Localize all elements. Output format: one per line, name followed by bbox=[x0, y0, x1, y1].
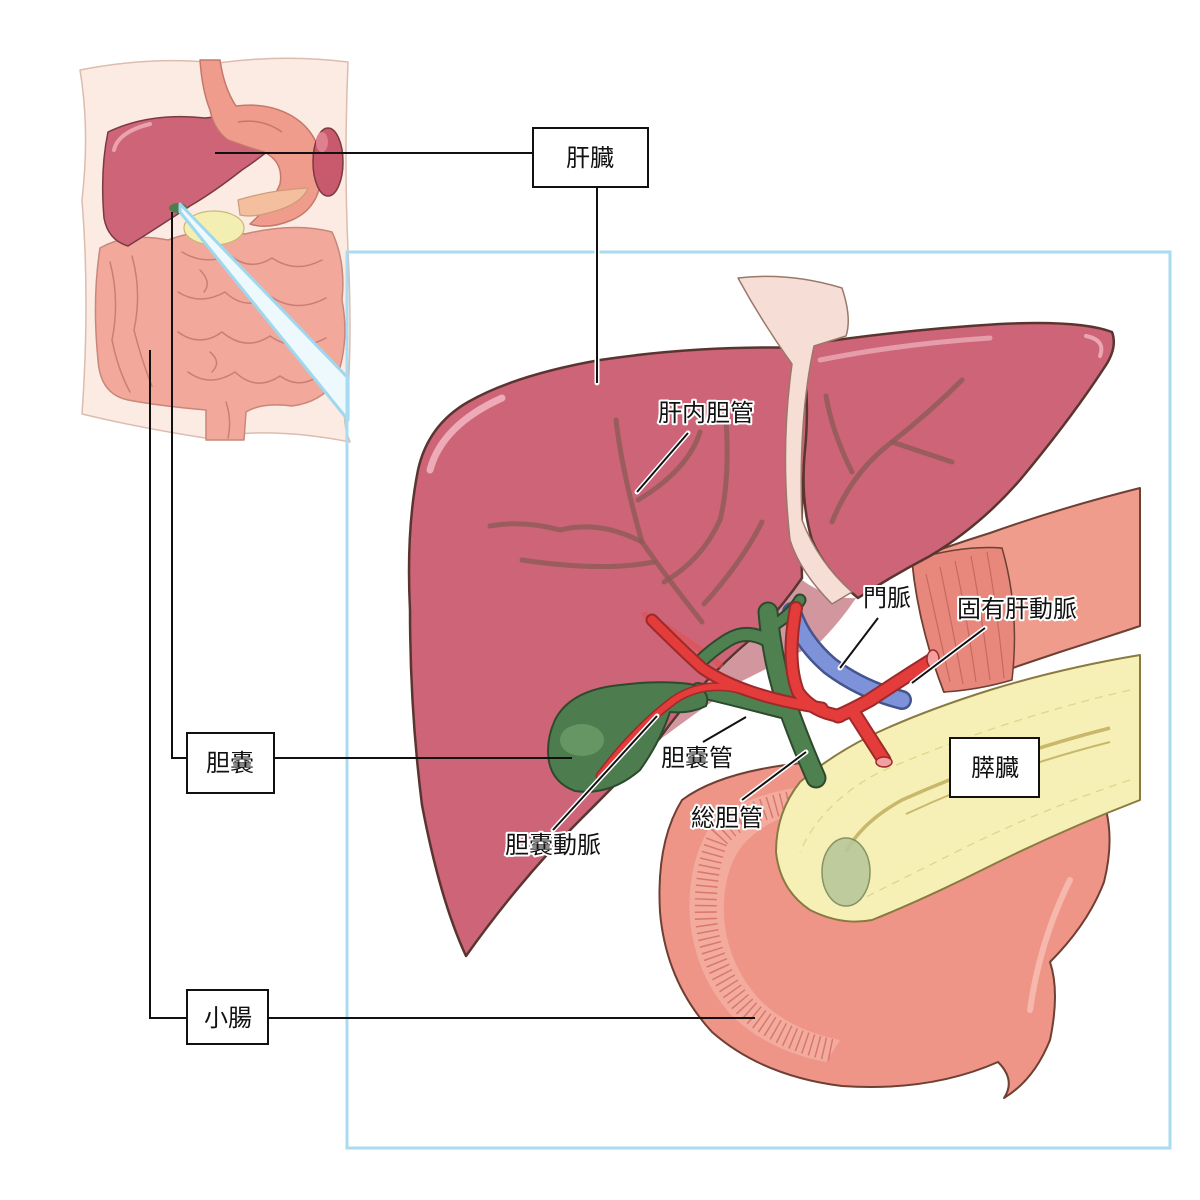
intrahepatic-duct-leader bbox=[636, 432, 689, 493]
torso-spleen-highlight bbox=[316, 132, 328, 152]
liver-label-box bbox=[532, 127, 649, 188]
coil-line bbox=[109, 261, 131, 393]
artery-cut-end bbox=[875, 756, 893, 768]
torso-liver-highlight bbox=[112, 122, 152, 152]
pylorus-folds bbox=[925, 551, 1005, 685]
duodenum-highlight bbox=[1027, 877, 1073, 1013]
torso-liver bbox=[101, 115, 297, 247]
common-bile-duct-leader bbox=[741, 751, 807, 801]
gallbladder-label-box bbox=[186, 732, 275, 794]
portal-vein-leader bbox=[839, 617, 879, 669]
liver-highlight bbox=[1084, 334, 1104, 358]
intrahepatic-bile-duct-tree bbox=[487, 377, 965, 625]
liver-highlight bbox=[426, 394, 506, 474]
coil-line bbox=[181, 251, 323, 268]
cystic-duct-label: 胆嚢管 bbox=[661, 744, 733, 772]
duodenum-folds-band bbox=[689, 786, 840, 1062]
hepatic-arteries bbox=[595, 601, 940, 781]
liver-highlight bbox=[817, 335, 993, 363]
gallbladder-label: 胆嚢 bbox=[206, 749, 254, 777]
leader-lines bbox=[149, 152, 988, 1019]
pancreas-label: 膵臓 bbox=[971, 754, 1019, 782]
gallbladder-leader-torso bbox=[171, 212, 187, 759]
detail-anatomy bbox=[407, 275, 1141, 1099]
fold-line bbox=[954, 560, 977, 683]
coil-line bbox=[131, 255, 153, 387]
liver-right-lobe bbox=[800, 321, 1115, 600]
fold-line bbox=[986, 551, 1005, 679]
duct-branch bbox=[823, 393, 855, 475]
intrahepatic-bile-duct-label: 肝内胆管 bbox=[658, 399, 754, 427]
torso-pancreas bbox=[237, 187, 309, 217]
duct-branch bbox=[635, 429, 703, 503]
duct-branch bbox=[661, 417, 730, 585]
cystic-artery bbox=[597, 683, 745, 779]
proper-hepatic-artery-label: 固有肝動脈 bbox=[957, 595, 1077, 623]
hepatic-duct-branch bbox=[694, 629, 776, 668]
pancreatic-duct bbox=[844, 726, 1111, 853]
coil-line bbox=[187, 371, 321, 384]
small-intestine-leader-torso bbox=[149, 350, 187, 1019]
duct-branch bbox=[701, 519, 765, 607]
portal-vein-label: 門脈 bbox=[863, 584, 911, 612]
labels: 肝臓 胆嚢 小腸 膵臓 肝内胆管 門脈 固有肝動脈 胆嚢管 総胆管 胆嚢動脈 bbox=[186, 127, 1079, 1045]
small-intestine-label: 小腸 bbox=[204, 1004, 252, 1032]
gastroduodenal-artery bbox=[846, 704, 890, 766]
left-hepatic-artery bbox=[647, 615, 827, 713]
coil-line bbox=[225, 401, 231, 439]
pancreas-label-box bbox=[949, 737, 1040, 798]
proper-hepatic-artery-leader bbox=[911, 627, 986, 684]
fold-line bbox=[970, 555, 991, 681]
duct-branch bbox=[487, 521, 645, 545]
cystic-duct-leader bbox=[702, 716, 747, 743]
duct-branch bbox=[519, 557, 657, 570]
duct-branch bbox=[889, 439, 955, 465]
detail-frame bbox=[345, 250, 1172, 1150]
torso-stomach-fold bbox=[237, 120, 283, 133]
cystic-duct bbox=[692, 684, 792, 718]
coil-line bbox=[177, 291, 327, 307]
falciform-ligament bbox=[737, 275, 853, 605]
fold-line bbox=[939, 566, 964, 685]
liver-left-lobe bbox=[407, 346, 809, 958]
fold-line bbox=[925, 573, 951, 683]
cystic-artery-leader bbox=[552, 715, 658, 831]
cystic-artery-label: 胆嚢動脈 bbox=[505, 831, 601, 859]
gallbladder-highlight bbox=[560, 724, 604, 756]
duodenum-circular-folds bbox=[694, 789, 835, 1061]
bile-duct-terminal bbox=[821, 837, 871, 907]
torso-stomach bbox=[199, 59, 323, 227]
common-bile-duct-label: 総胆管 bbox=[691, 804, 763, 832]
liver-label: 肝臓 bbox=[566, 144, 614, 172]
small-intestine-label-box bbox=[186, 989, 269, 1045]
